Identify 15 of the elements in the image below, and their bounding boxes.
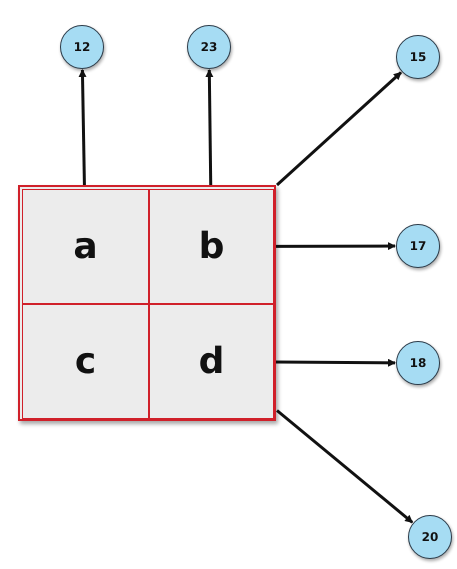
matrix-grid — [18, 185, 276, 421]
number-circle: 15 — [396, 35, 440, 79]
matrix-cell: a — [22, 189, 149, 304]
number-circle: 17 — [396, 224, 440, 268]
matrix-cell: d — [149, 304, 274, 419]
arrow — [274, 358, 396, 367]
number-circle: 23 — [187, 25, 231, 69]
matrix-cell: c — [22, 304, 149, 419]
arrow — [276, 409, 414, 524]
number-circle: 20 — [408, 515, 452, 559]
matrix-cell: b — [149, 189, 274, 304]
number-circle: 12 — [60, 25, 104, 69]
arrow — [276, 71, 402, 186]
number-circle: 18 — [396, 341, 440, 385]
arrow — [275, 242, 396, 250]
